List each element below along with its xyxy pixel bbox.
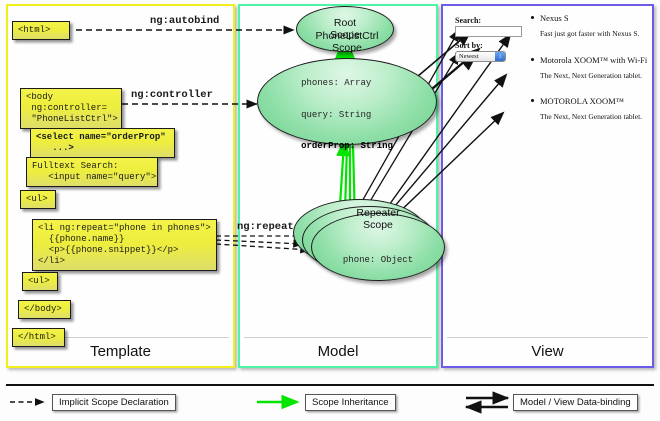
list-item[interactable]: Motorola XOOM™ with Wi-Fi The Next, Next… [531, 55, 648, 80]
legend-rule [6, 384, 654, 386]
legend-label-inheritance: Scope Inheritance [305, 394, 396, 411]
code-block-ul-open: <ul> [20, 190, 56, 209]
view-divider [447, 337, 648, 338]
scope-root-title-line1: Root [333, 17, 357, 29]
phone-snippet: The Next, Next Generation tablet. [540, 112, 643, 121]
column-label-template: Template [90, 343, 151, 360]
bullet-icon [531, 99, 534, 102]
chevron-updown-icon: ↕ [495, 52, 505, 61]
bullet-icon [531, 58, 534, 61]
model-divider [244, 337, 432, 338]
code-block-ul-close: <ul> [22, 272, 58, 291]
scope-ctrl-prop-query: query: String [301, 109, 372, 120]
scope-repeater: Repeater Scope phone: Object [311, 207, 445, 281]
edge-label-repeat: ng:repeat [237, 221, 294, 233]
scope-root: Root Scope [296, 6, 394, 52]
code-block-body-close: </body> [18, 300, 71, 319]
phone-name: Motorola XOOM™ with Wi-Fi [540, 55, 648, 65]
code-block-body-open: <body ng:controller= "PhoneListCtrl"> [20, 88, 122, 129]
code-block-li-repeat: <li ng:repeat="phone in phones"> {{phone… [32, 219, 217, 271]
list-item[interactable]: Nexus S Fast just got faster with Nexus … [531, 13, 640, 38]
search-input[interactable] [455, 26, 522, 37]
sort-by-select[interactable]: Newest ↕ [455, 51, 506, 62]
template-divider [12, 337, 229, 338]
code-block-fulltext-search: Fulltext Search: <input name="query"> [26, 157, 158, 187]
phone-name: Nexus S [540, 13, 569, 23]
scope-ctrl-title-line1: PhoneListCtrl [315, 30, 379, 43]
column-label-view: View [531, 343, 564, 360]
scope-root-title-line2: Scope [330, 29, 360, 41]
code-block-select: <select name="orderProp" ...> [30, 128, 175, 158]
scope-ctrl-prop-phones: phones: Array [301, 78, 372, 89]
scope-ctrl-prop-orderprop: orderProp: String [301, 141, 393, 152]
scope-ctrl-title-line2: Scope [332, 42, 362, 55]
code-block-html-open: <html> [12, 21, 70, 40]
bullet-icon [531, 16, 534, 19]
phone-name: MOTOROLA XOOM™ [540, 96, 624, 106]
edge-label-controller: ng:controller [131, 89, 213, 101]
phone-snippet: Fast just got faster with Nexus S. [540, 29, 640, 38]
scope-repeater-props: phone: Object [343, 234, 413, 287]
list-item[interactable]: MOTOROLA XOOM™ The Next, Next Generation… [531, 96, 643, 121]
scope-repeater-title-line2: Scope [363, 219, 393, 232]
legend-label-databinding: Model / View Data-binding [513, 394, 638, 411]
scope-phonelistctrl: PhoneListCtrl Scope phones: Array query:… [257, 30, 437, 151]
scope-repeater-prop-phone: phone: Object [342, 255, 414, 266]
scope-repeater-title-line1: Repeater [356, 207, 400, 220]
scope-ctrl-props: phones: Array query: String orderProp: S… [301, 57, 393, 173]
legend-label-implicit: Implicit Scope Declaration [52, 394, 176, 411]
code-block-html-close: </html> [12, 328, 65, 347]
view-search-label: Search: [455, 16, 482, 25]
view-sort-label: Sort by: [455, 41, 483, 50]
column-label-model: Model [317, 343, 359, 360]
phone-snippet: The Next, Next Generation tablet. [540, 71, 643, 80]
sort-by-selected-value: Newest [459, 53, 479, 60]
edge-label-autobind: ng:autobind [150, 15, 220, 27]
